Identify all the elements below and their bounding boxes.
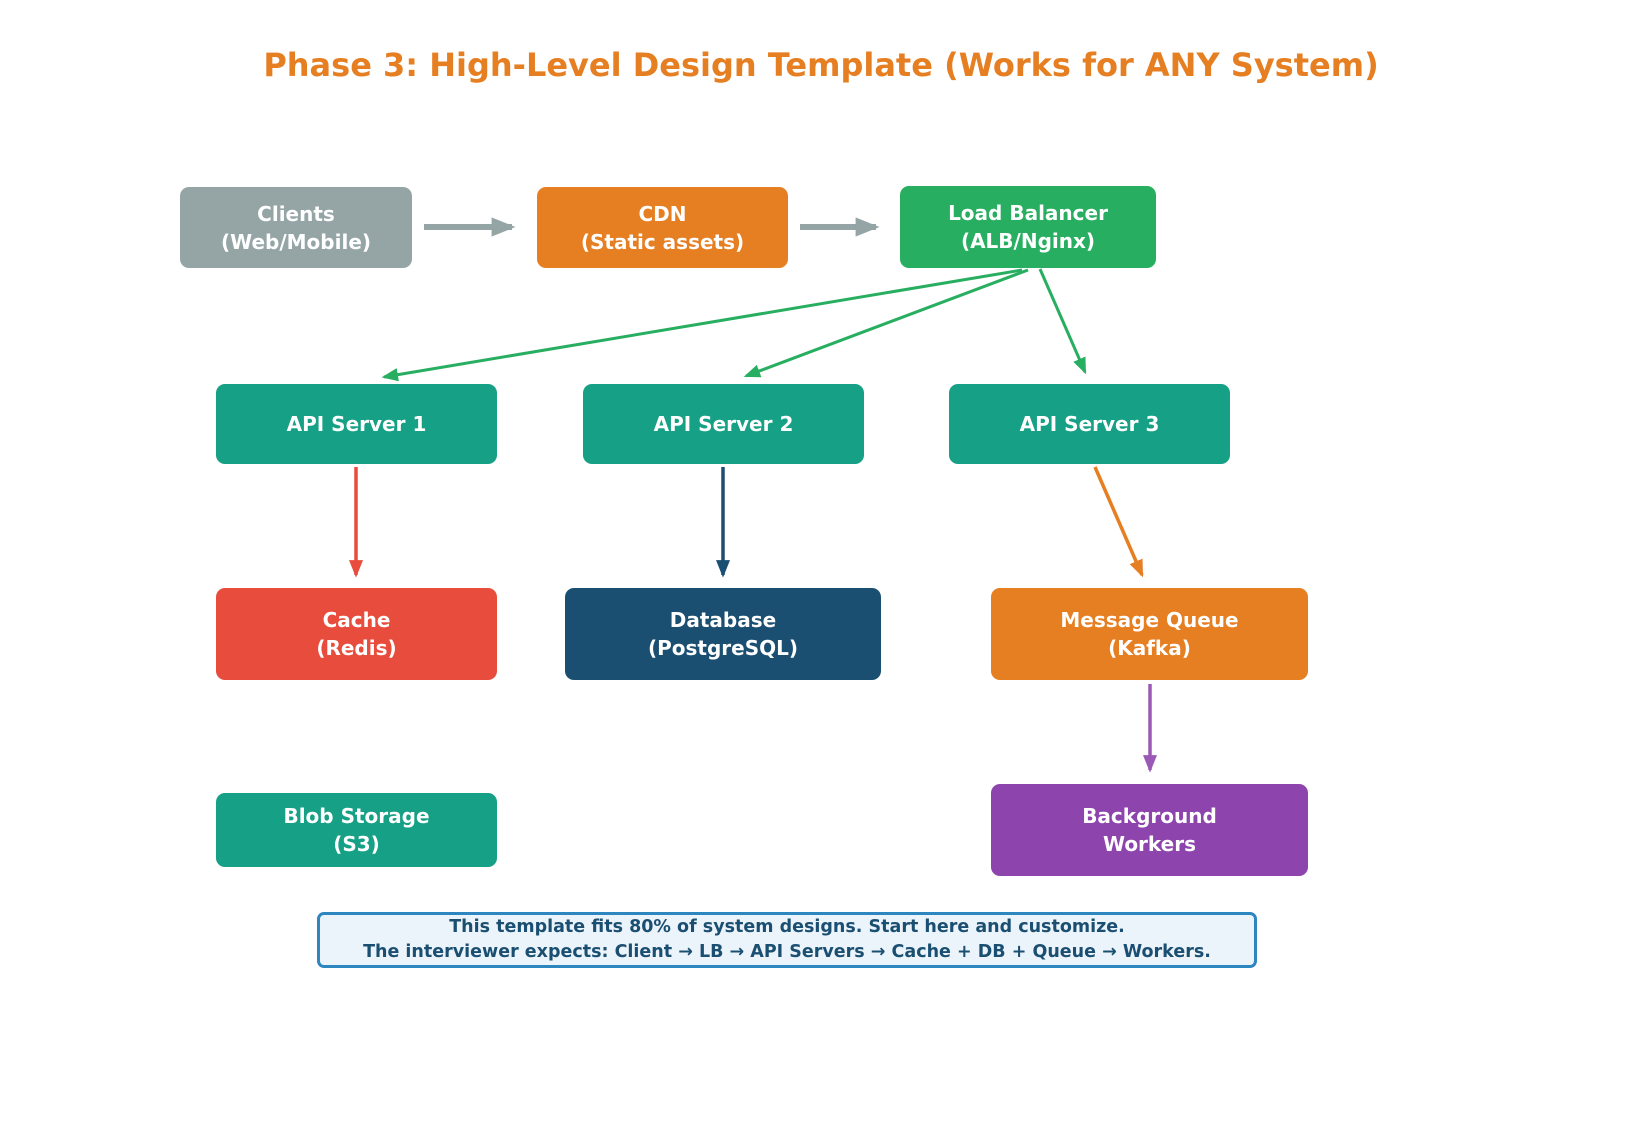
node-database: Database (PostgreSQL) xyxy=(565,588,881,680)
node-api-server-3: API Server 3 xyxy=(949,384,1230,464)
node-cache-label: Cache (Redis) xyxy=(316,608,397,660)
footer-note-line2: The interviewer expects: Client → LB → A… xyxy=(363,942,1211,962)
edge-load-balancer-api-server-1 xyxy=(381,268,1023,382)
node-cdn-label: CDN (Static assets) xyxy=(580,201,745,254)
node-api-server-3-label: API Server 3 xyxy=(1019,412,1160,436)
node-blob-storage-label: Blob Storage (S3) xyxy=(283,804,430,856)
node-cache: Cache (Redis) xyxy=(216,588,497,680)
edge-load-balancer-api-server-3 xyxy=(1038,268,1087,375)
page-title: Phase 3: High-Level Design Template (Wor… xyxy=(263,46,1379,84)
node-api-server-2: API Server 2 xyxy=(583,384,864,464)
node-api-server-1-label: API Server 1 xyxy=(286,412,427,436)
node-blob-storage: Blob Storage (S3) xyxy=(216,793,497,867)
node-load-balancer: Load Balancer (ALB/Nginx) xyxy=(900,186,1156,268)
node-load-balancer-label: Load Balancer (ALB/Nginx) xyxy=(948,201,1108,253)
footer-note-line1: This template fits 80% of system designs… xyxy=(449,916,1125,937)
footer-note: This template fits 80% of system designs… xyxy=(317,912,1257,968)
node-database-label: Database (PostgreSQL) xyxy=(647,608,799,660)
node-cdn: CDN (Static assets) xyxy=(537,187,788,268)
node-message-queue: Message Queue (Kafka) xyxy=(991,588,1308,680)
node-background-workers-label: Background Workers xyxy=(1082,804,1217,856)
node-background-workers: Background Workers xyxy=(991,784,1308,876)
edge-api-server-3-message-queue xyxy=(1093,466,1144,578)
node-message-queue-label: Message Queue (Kafka) xyxy=(1060,608,1239,660)
node-clients-label: Clients (Web/Mobile) xyxy=(220,201,372,254)
node-api-server-1: API Server 1 xyxy=(216,384,497,464)
edge-load-balancer-api-server-2 xyxy=(743,268,1029,378)
node-api-server-2-label: API Server 2 xyxy=(653,412,794,436)
node-clients: Clients (Web/Mobile) xyxy=(180,187,412,268)
